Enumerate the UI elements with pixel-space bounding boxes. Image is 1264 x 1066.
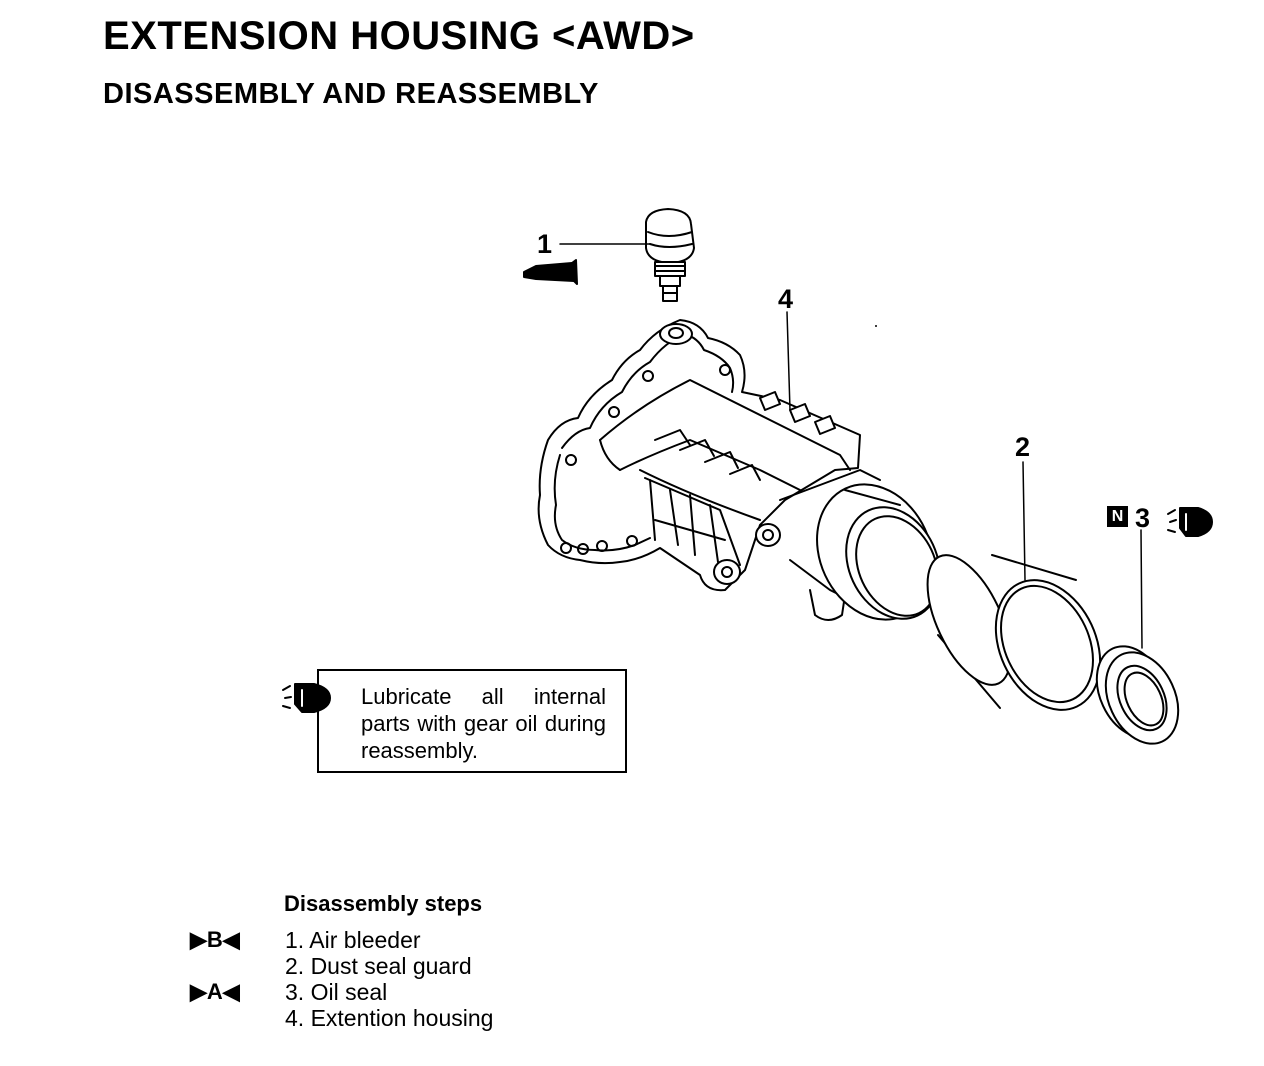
step-3-mark: ▶A◀ [190,979,240,1004]
oil-can-icon-part-3 [1167,507,1213,537]
callout-2: 2 [1015,432,1031,462]
leader-line-2 [1022,461,1026,581]
step-4-text: 4. Extention housing [285,1005,494,1031]
oil-can-icon [282,683,331,713]
page-subtitle: DISASSEMBLY AND REASSEMBLY [103,78,599,110]
oil-seal-part [1095,645,1180,745]
leader-line-3 [1140,529,1143,649]
step-2-text: 2. Dust seal guard [285,953,472,979]
callout-4: 4 [778,284,794,314]
step-1-text: 1. Air bleeder [285,927,421,953]
disassembly-steps-heading: Disassembly steps [284,891,483,916]
dust-seal-guard-part [926,554,1102,711]
page-title: EXTENSION HOUSING <AWD> [103,14,695,58]
step-1-mark: ▶B◀ [190,927,240,952]
scan-speck [875,325,877,327]
new-part-badge: N [1107,506,1128,527]
extension-housing-part [537,319,941,621]
lubrication-note-text: Lubricate all internal parts with gear o… [361,684,606,763]
callout-1: 1 [537,229,553,259]
air-bleeder-part [645,208,695,302]
step-3-text: 3. Oil seal [285,979,388,1005]
lubrication-note-box: Lubricate all internal parts with gear o… [317,669,627,773]
callout-3: 3 [1135,503,1151,533]
sealant-tube-icon [523,259,578,285]
leader-line-4 [786,311,791,411]
